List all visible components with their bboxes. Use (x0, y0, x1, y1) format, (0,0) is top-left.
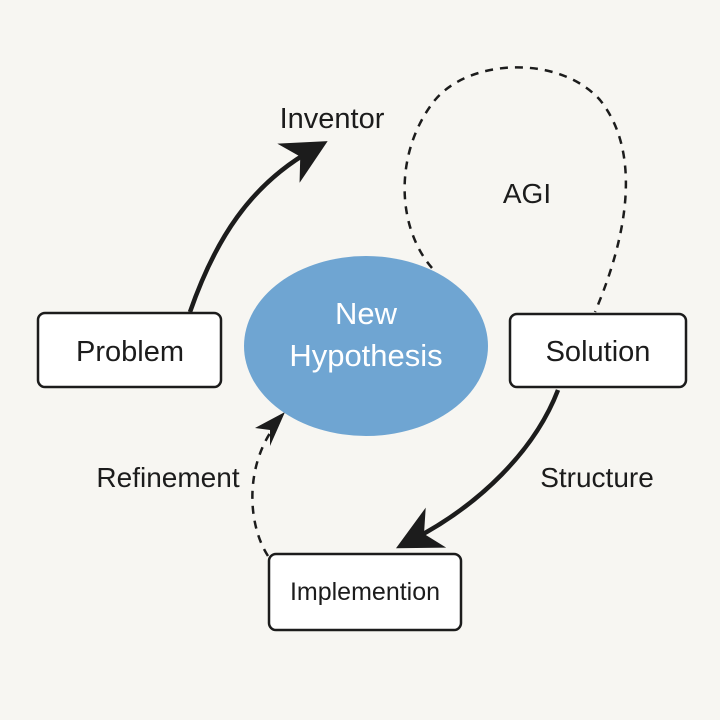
new-hypothesis-label-line1: New (335, 296, 398, 331)
structure-arrow (395, 389, 561, 549)
inventor-label: Inventor (280, 103, 385, 135)
problem-label: Problem (76, 336, 184, 368)
implementation-label: Implemention (290, 578, 440, 606)
new-hypothesis-label-line2: Hypothesis (289, 338, 442, 373)
problem-node (36, 311, 223, 389)
refinement-label: Refinement (96, 462, 239, 493)
new-hypothesis-node (244, 256, 488, 436)
refinement-dashed-arrow (251, 429, 274, 557)
agi-label: AGI (503, 178, 551, 209)
solution-label: Solution (546, 336, 651, 368)
inventor-arrow (187, 141, 328, 313)
structure-label: Structure (540, 462, 654, 493)
agi-dashed-loop (403, 66, 628, 313)
refinement-arrowhead (255, 412, 285, 446)
solution-node (508, 312, 688, 389)
implementation-node (267, 552, 463, 632)
